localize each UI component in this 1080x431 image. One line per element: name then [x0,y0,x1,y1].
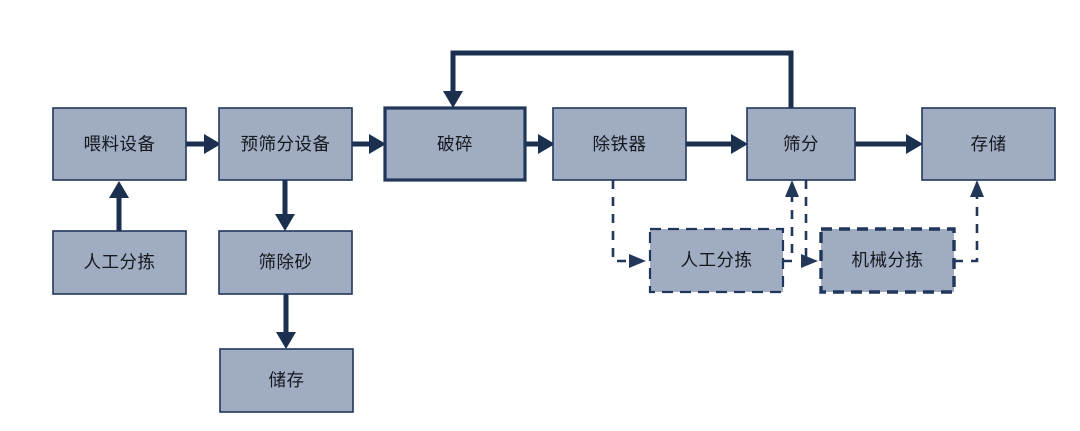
connector-feeding-to-prescreening [186,134,221,154]
node-storage-bottom-label: 储存 [269,371,305,391]
node-manual-sorting-1-rect[interactable] [52,230,187,295]
node-crushing[interactable]: 破碎 [383,106,527,182]
connector-prescreening-to-crushing [352,134,386,154]
node-iron-removal[interactable]: 除铁器 [552,107,687,181]
node-machine-sorting-label: 机械分拣 [852,251,924,271]
node-pre-screening-rect[interactable] [218,107,353,181]
node-pre-screening[interactable]: 预筛分设备 [218,107,353,181]
node-feeding[interactable]: 喂料设备 [52,107,187,181]
connector-group-solid [109,50,923,349]
node-iron-removal-rect[interactable] [552,107,687,181]
node-sand-screening[interactable]: 筛除砂 [218,230,353,295]
node-manual-sorting-2-label: 人工分拣 [681,251,753,271]
connector-manualsorting2-to-screening [783,180,799,263]
connector-screening-to-storage [855,134,923,154]
node-screening[interactable]: 筛分 [746,107,856,181]
connector-screening-recycle-to-crushing [443,50,794,108]
node-machine-sorting-rect[interactable] [819,227,956,294]
node-sand-screening-rect[interactable] [218,230,353,295]
connector-manualsorting1-to-feeding [109,181,129,231]
connector-screening-to-machinesorting [801,180,818,268]
connector-machinesorting-to-storage [954,180,984,263]
node-storage-top[interactable]: 存储 [921,107,1056,181]
node-storage-bottom[interactable]: 储存 [219,348,354,413]
node-sand-screening-label: 筛除砂 [259,253,313,273]
node-crushing-label: 破碎 [437,135,473,155]
node-storage-bottom-rect[interactable] [219,348,354,413]
node-manual-sorting-2-rect[interactable] [648,227,785,294]
node-screening-rect[interactable] [746,107,856,181]
node-manual-sorting-1-label: 人工分拣 [84,253,156,273]
connector-crushing-to-ironremoval [525,134,555,154]
connector-prescreening-to-sandscreen [275,180,295,231]
node-group: 喂料设备 预筛分设备 破碎 除铁器 筛分 存储 [52,106,1056,413]
node-manual-sorting-1[interactable]: 人工分拣 [52,230,187,295]
node-storage-top-rect[interactable] [921,107,1056,181]
node-machine-sorting[interactable]: 机械分拣 [819,227,956,294]
connector-group-dashed [611,180,984,268]
node-storage-top-label: 存储 [971,135,1007,155]
node-iron-removal-label: 除铁器 [593,135,647,155]
node-feeding-rect[interactable] [52,107,187,181]
connector-ironremoval-to-manualsorting2 [611,180,646,268]
node-screening-label: 筛分 [783,135,819,155]
connector-ironremoval-to-screening [686,134,748,154]
node-feeding-label: 喂料设备 [84,135,156,155]
node-manual-sorting-2[interactable]: 人工分拣 [648,227,785,294]
node-crushing-rect[interactable] [383,106,527,182]
node-pre-screening-label: 预筛分设备 [241,135,331,155]
connector-sandscreen-to-storagebottom [276,294,296,349]
